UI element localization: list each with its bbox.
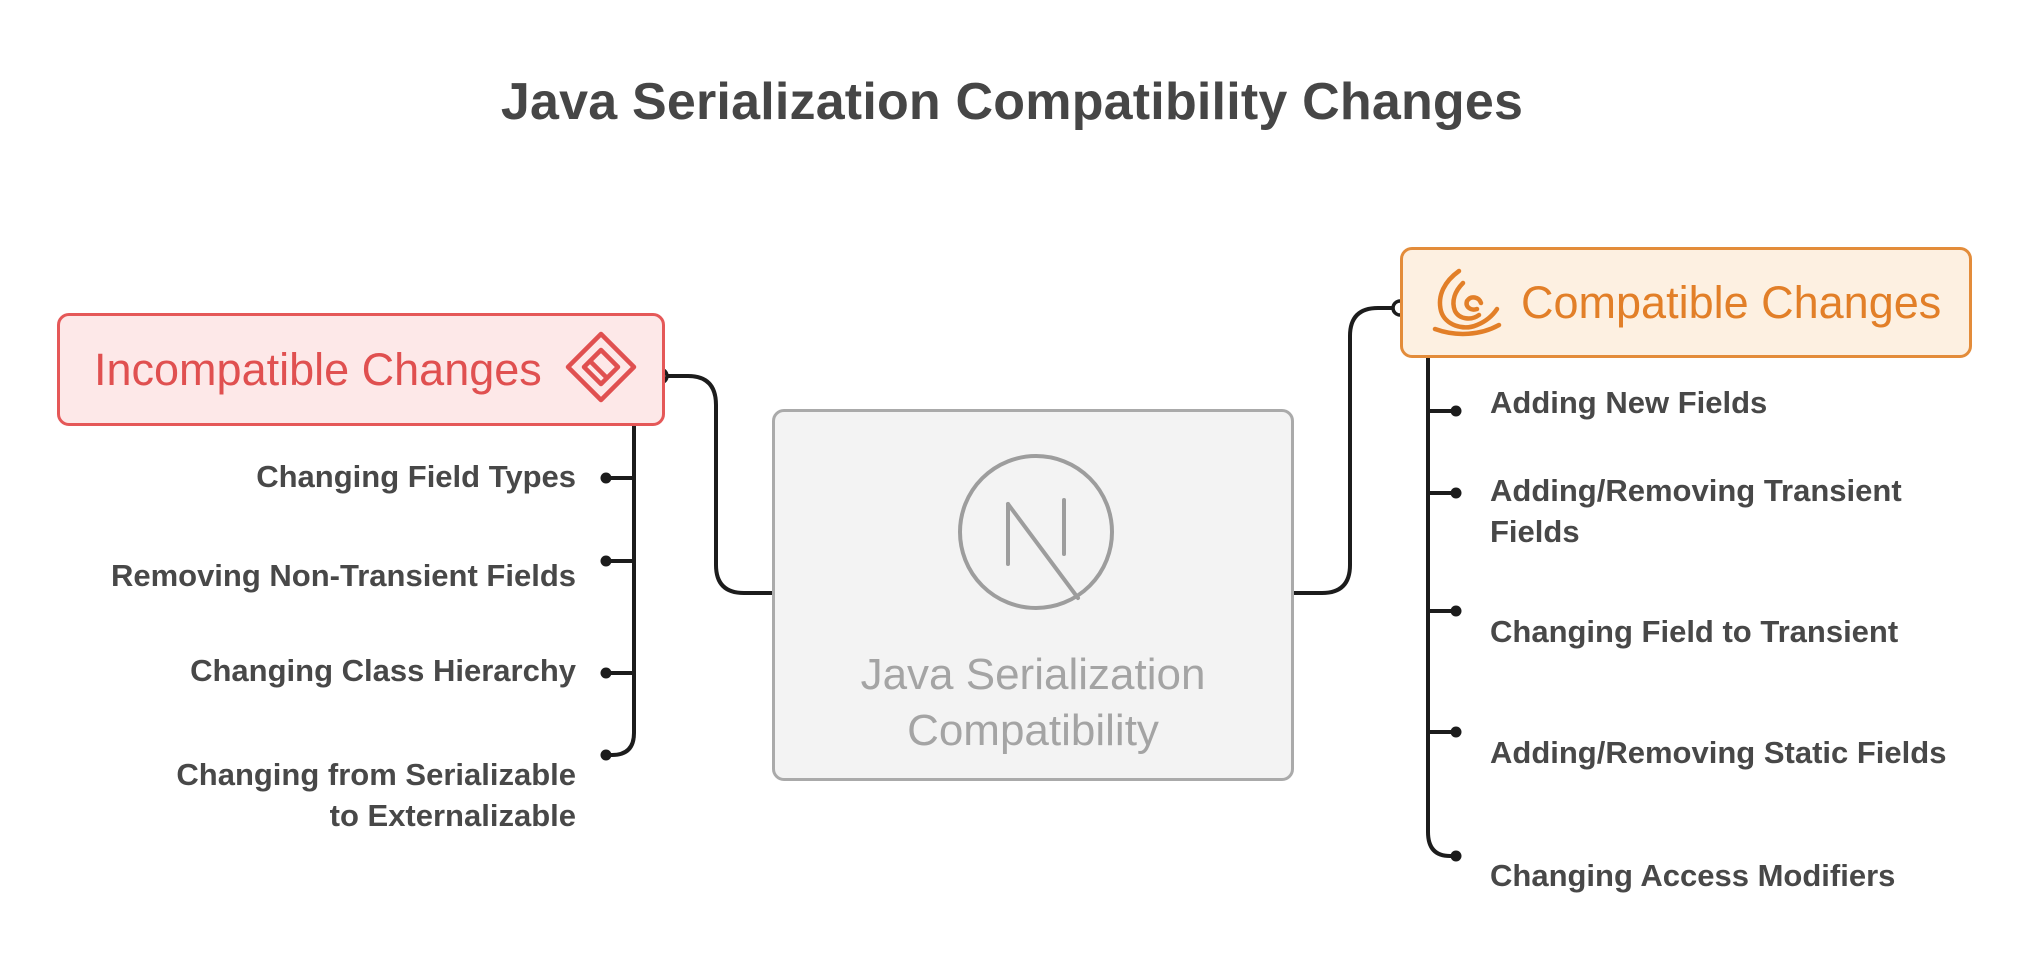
bullet-dot — [1450, 726, 1462, 738]
central-topic-box: Java Serialization Compatibility — [772, 409, 1294, 781]
incompatible-item-1: Changing Field Types — [256, 459, 576, 494]
diamond-shapes-icon — [564, 330, 638, 409]
bullet-dot — [600, 555, 612, 567]
connector-center-incompatible — [658, 374, 774, 595]
incompatible-spine — [604, 424, 636, 757]
n-circle-icon — [956, 452, 1116, 617]
compatible-spine — [1426, 354, 1458, 858]
incompatible-item-2: Removing Non-Transient Fields — [110, 558, 576, 593]
bullet-dot — [600, 472, 612, 484]
page-title: Java Serialization Compatibility Changes — [500, 73, 1524, 131]
compatible-item-1: Adding New Fields — [1490, 385, 1768, 420]
bullet-dot — [1450, 405, 1462, 417]
compatible-item-2: Adding/Removing Transient Fields — [1490, 473, 1902, 549]
compatible-changes-label: Compatible Changes — [1521, 276, 1942, 328]
incompatible-changes-label: Incompatible Changes — [94, 343, 542, 395]
incompatible-item-3: Changing Class Hierarchy — [190, 653, 576, 688]
compatible-changes-header: Compatible Changes — [1400, 247, 1972, 358]
bullet-dot — [1450, 605, 1462, 617]
bullet-dot — [600, 667, 612, 679]
swirl-hand-icon — [1429, 263, 1503, 342]
compatible-item-3: Changing Field to Transient — [1490, 614, 1899, 649]
bullet-dot — [1450, 487, 1462, 499]
incompatible-changes-header: Incompatible Changes — [57, 313, 665, 426]
bullet-dot — [1450, 850, 1462, 862]
compatible-item-5: Changing Access Modifiers — [1490, 858, 1896, 893]
bullet-dot — [600, 749, 612, 761]
central-topic-label: Java Serialization Compatibility — [860, 650, 1206, 755]
compatible-item-4: Adding/Removing Static Fields — [1490, 735, 1947, 770]
connector-center-compatible — [1292, 306, 1402, 595]
incompatible-item-4: Changing from Serializable to Externaliz… — [176, 757, 576, 833]
